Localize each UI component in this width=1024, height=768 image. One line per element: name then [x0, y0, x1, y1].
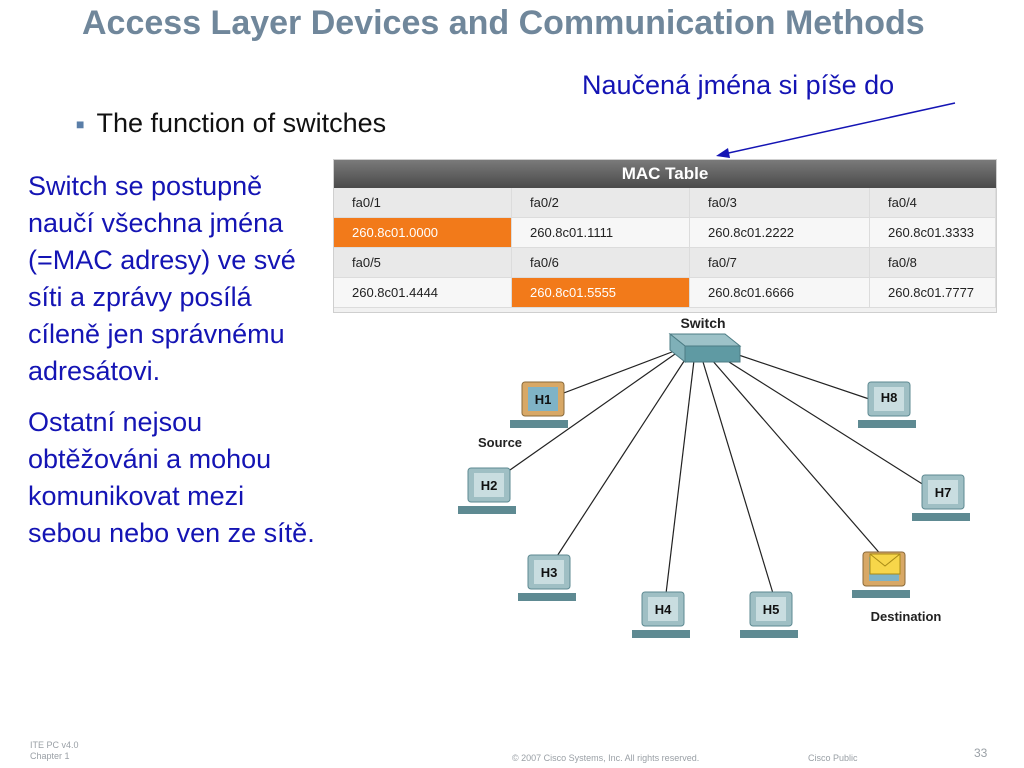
port-cell: fa0/8 [870, 248, 996, 278]
paragraph-2: Ostatní nejsou obtěžováni a mohou komuni… [28, 407, 315, 548]
mac-cell: 260.8c01.3333 [870, 218, 996, 248]
port-cell: fa0/5 [334, 248, 512, 278]
mac-cell: 260.8c01.1111 [512, 218, 690, 248]
link-h6 [704, 351, 884, 558]
footer-classification: Cisco Public [808, 753, 858, 763]
host-label: H2 [481, 478, 498, 493]
page-number: 33 [974, 746, 988, 760]
mac-cell: 260.8c01.2222 [690, 218, 870, 248]
switch-label: Switch [680, 315, 725, 331]
port-cell: fa0/2 [512, 188, 690, 218]
footer-copyright: © 2007 Cisco Systems, Inc. All rights re… [512, 753, 700, 763]
link-h4 [664, 351, 696, 603]
mac-cell-highlighted: 260.8c01.0000 [334, 218, 512, 248]
host-h5: H5 [740, 591, 798, 638]
description-text: Switch se postupně naučí všechna jména (… [28, 168, 318, 566]
mac-table-title: MAC Table [334, 160, 996, 188]
mac-cell: 260.8c01.4444 [334, 278, 512, 308]
envelope-icon [869, 553, 901, 575]
host-h2: H2 [458, 467, 516, 514]
destination-label: Destination [871, 609, 942, 624]
mac-cell: 260.8c01.7777 [870, 278, 996, 308]
bullet-item: ■ The function of switches [76, 108, 386, 139]
port-cell: fa0/3 [690, 188, 870, 218]
footer-course: ITE PC v4.0 Chapter 1 [30, 740, 79, 762]
port-cell: fa0/4 [870, 188, 996, 218]
footer-chapter: Chapter 1 [30, 751, 70, 761]
host-h8: H8 [858, 381, 916, 428]
port-cell: fa0/1 [334, 188, 512, 218]
link-h7 [709, 349, 936, 493]
host-label: H5 [763, 602, 780, 617]
source-label: Source [478, 435, 522, 450]
mac-table-grid: fa0/1 fa0/2 fa0/3 fa0/4 260.8c01.0000 26… [334, 188, 996, 308]
link-h8 [714, 346, 879, 403]
mac-cell-highlighted: 260.8c01.5555 [512, 278, 690, 308]
host-label: H3 [541, 565, 558, 580]
mac-table: MAC Table fa0/1 fa0/2 fa0/3 fa0/4 260.8c… [334, 160, 996, 312]
link-h3 [547, 351, 691, 571]
host-h3: H3 [518, 554, 576, 601]
port-cell: fa0/6 [512, 248, 690, 278]
host-h7: H7 [912, 474, 970, 521]
host-h1: H1 [510, 381, 568, 428]
host-label: H1 [535, 392, 552, 407]
switch-icon [668, 332, 742, 364]
port-cell: fa0/7 [690, 248, 870, 278]
square-bullet-icon: ■ [76, 115, 85, 132]
paragraph-1: Switch se postupně naučí všechna jména (… [28, 171, 296, 386]
mac-cell: 260.8c01.6666 [690, 278, 870, 308]
host-label: H7 [935, 485, 952, 500]
host-label: H4 [655, 602, 672, 617]
bullet-text: The function of switches [96, 108, 387, 138]
link-h5 [699, 351, 776, 601]
link-h2 [489, 346, 686, 485]
footer-course-name: ITE PC v4.0 [30, 740, 79, 750]
network-diagram: Switch H1 Source H2 H3 H4 H5 [458, 315, 970, 638]
annotation-label: Naučená jména si píše do [582, 70, 895, 100]
host-label: H8 [881, 390, 898, 405]
host-h4: H4 [632, 591, 690, 638]
slide-title: Access Layer Devices and Communication M… [82, 4, 925, 42]
